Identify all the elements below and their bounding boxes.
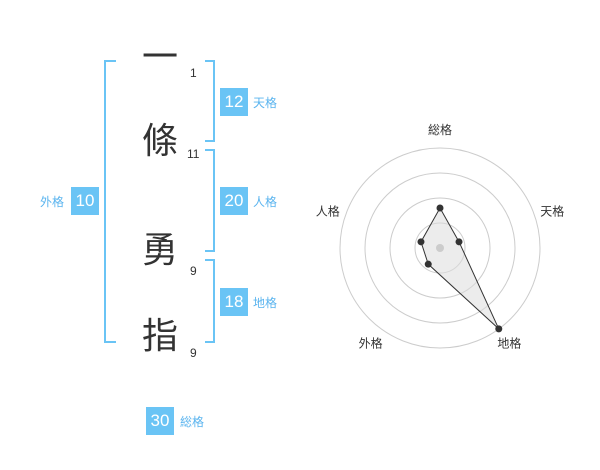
tenkaku-value: 12: [220, 88, 248, 116]
gaikaku-bracket: [104, 60, 116, 343]
tenkaku-label: 天格: [253, 96, 278, 110]
radar-axis-label-1: 総格: [428, 122, 452, 137]
tenkaku-bracket: [205, 60, 215, 142]
soukaku-value: 30: [146, 407, 174, 435]
gaikaku-value: 10: [71, 187, 99, 215]
name-char-2: 條: [141, 121, 178, 162]
radar-point-3: [495, 325, 503, 333]
jinkaku-bracket: [205, 149, 215, 252]
jinkaku-value: 20: [220, 187, 248, 215]
radar-point-2: [455, 238, 463, 246]
jinkaku-label: 人格: [253, 195, 278, 209]
chikaku-value: 18: [220, 288, 248, 316]
radar-center-dot: [436, 244, 444, 252]
radar-grid-ring: [364, 172, 516, 324]
gaikaku-label: 外格: [40, 195, 65, 209]
radar-point-1: [436, 204, 444, 212]
stroke-count-1: 1: [190, 66, 197, 80]
radar-series-area: [420, 206, 500, 330]
chikaku-label: 地格: [253, 296, 278, 310]
radar-grid-ring: [389, 197, 491, 299]
radar-axis-label-4: 外格: [359, 335, 383, 350]
name-char-4: 指: [141, 316, 178, 357]
stroke-count-4: 9: [190, 346, 197, 360]
stroke-count-3: 9: [190, 264, 197, 278]
chikaku-bracket: [205, 259, 215, 343]
radar-axis-label-3: 地格: [497, 335, 521, 350]
radar-point-4: [424, 260, 432, 268]
stroke-count-2: 11: [187, 147, 200, 161]
radar-axis-label-2: 天格: [540, 204, 564, 219]
radar-grid-ring: [339, 147, 541, 349]
name-char-3: 勇: [141, 230, 178, 271]
radar-axis-label-5: 人格: [316, 204, 340, 219]
radar-point-5: [417, 238, 425, 246]
soukaku-label: 総格: [180, 415, 205, 429]
name-char-1: 一: [141, 37, 178, 78]
